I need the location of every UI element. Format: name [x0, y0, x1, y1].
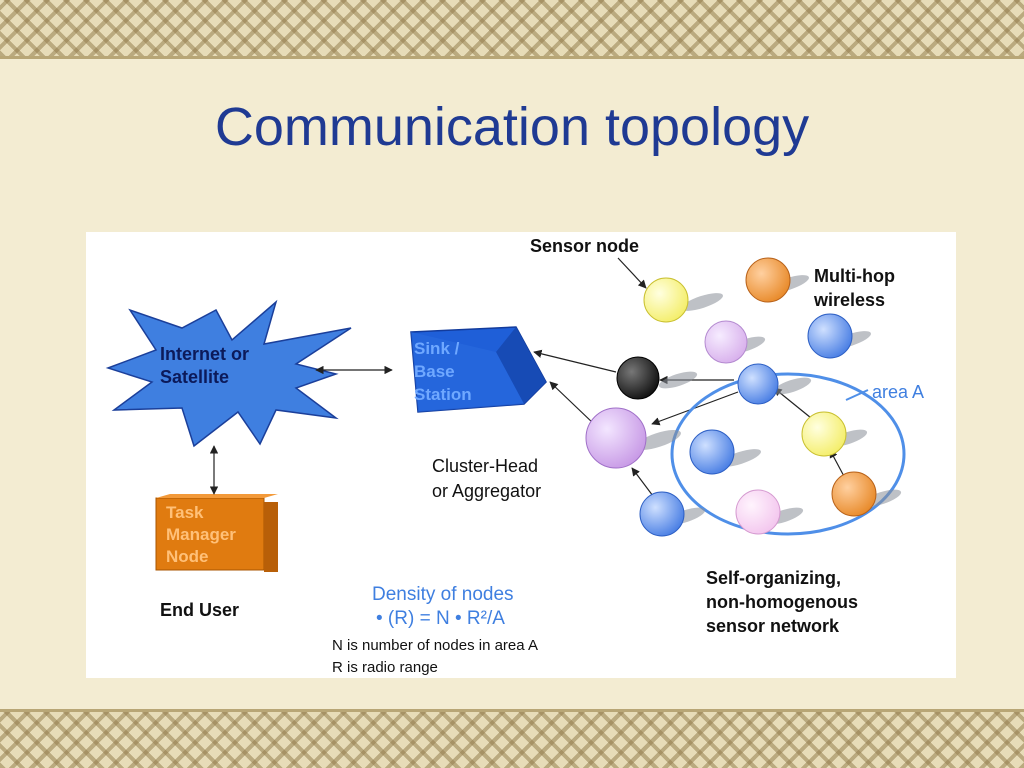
sensor-node-black: [616, 356, 660, 400]
sink-label-line1: Sink /: [414, 339, 460, 358]
topology-diagram: Internet or Satellite Sink / Base Statio…: [105, 236, 924, 676]
internet-label-line2: Satellite: [160, 367, 229, 387]
task-manager-node-icon: [155, 494, 278, 572]
end-user-label: End User: [160, 600, 239, 620]
sensor-node-pink-area: [735, 489, 781, 535]
cluster-sink-arrow: [549, 381, 595, 425]
sensor-node-blue-top: [807, 313, 853, 359]
internet-label-line1: Internet or: [160, 344, 249, 364]
top-border-pattern: [0, 0, 1024, 56]
sensor-node-blue-bottom: [639, 491, 685, 537]
task-label-line1: Task: [166, 503, 204, 522]
sensor-node-yellow: [643, 277, 689, 323]
sensor-node-lilac: [704, 320, 748, 364]
sensor-node-yellow-area: [801, 411, 847, 457]
diagram-panel: Internet or Satellite Sink / Base Statio…: [86, 232, 956, 678]
sensor-node-label: Sensor node: [530, 236, 639, 256]
multi-hop-label-line1: Multi-hop: [814, 266, 895, 286]
note-r: R is radio range: [332, 659, 438, 676]
density-formula: • (R) = N • R²/A: [376, 608, 505, 629]
slide-title: Communication topology: [214, 97, 810, 157]
sensor-node-orange: [745, 257, 791, 303]
self-organizing-label-line2: non-homogenous: [706, 592, 858, 612]
sensor-node-orange-area: [831, 471, 877, 517]
area-a-circle: [670, 372, 906, 536]
sink-base-station-icon: [410, 326, 547, 413]
bottom-border-pattern: [0, 712, 1024, 768]
cluster-head-label-line2: or Aggregator: [432, 481, 541, 501]
sensor-node-blue-area: [689, 429, 735, 475]
self-organizing-label-line1: Self-organizing,: [706, 568, 841, 588]
note-n: N is number of nodes in area A: [332, 637, 538, 654]
area-a-leader: [845, 389, 869, 401]
bottom-border-edge: [0, 709, 1024, 712]
area-a-label: area A: [872, 382, 924, 402]
black-node-sink-arrow: [533, 349, 617, 373]
task-label-line3: Node: [166, 547, 209, 566]
sensor-node-pointer-arrow: [617, 257, 647, 289]
density-title: Density of nodes: [372, 584, 514, 605]
multi-hop-label-line2: wireless: [813, 290, 885, 310]
internet-starburst-icon: [105, 299, 352, 448]
sensor-node-blue-relay: [737, 363, 779, 405]
sink-label-line2: Base: [414, 362, 455, 381]
self-organizing-label-line3: sensor network: [706, 616, 840, 636]
cluster-head-label-line1: Cluster-Head: [432, 456, 538, 476]
top-border-edge: [0, 56, 1024, 59]
task-label-line2: Manager: [166, 525, 236, 544]
sink-label-line3: Station: [414, 385, 472, 404]
cluster-head-node: [585, 407, 647, 469]
